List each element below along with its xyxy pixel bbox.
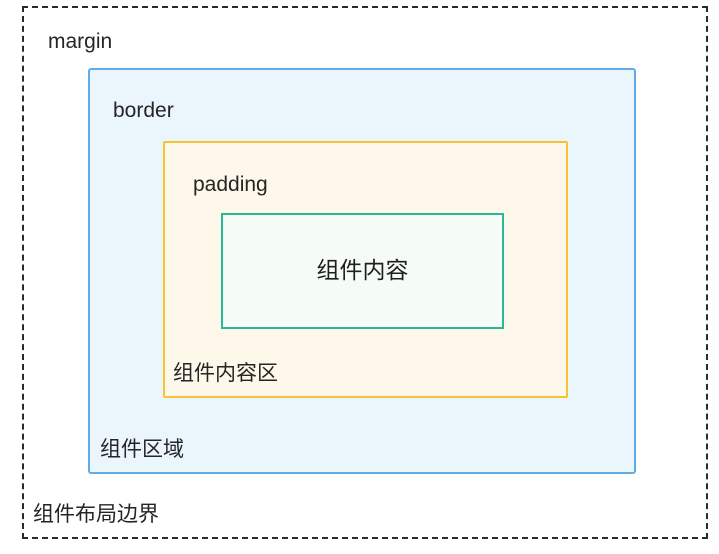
border-area-label: 组件区域 [100, 438, 184, 461]
content-label: 组件内容 [316, 257, 409, 284]
layout-boundary-label: 组件布局边界 [33, 503, 159, 526]
border-label: border [113, 99, 174, 122]
margin-label: margin [48, 30, 113, 53]
content-box: 组件内容 [221, 213, 504, 329]
padding-label: padding [193, 173, 268, 196]
padding-area-label: 组件内容区 [173, 362, 278, 385]
